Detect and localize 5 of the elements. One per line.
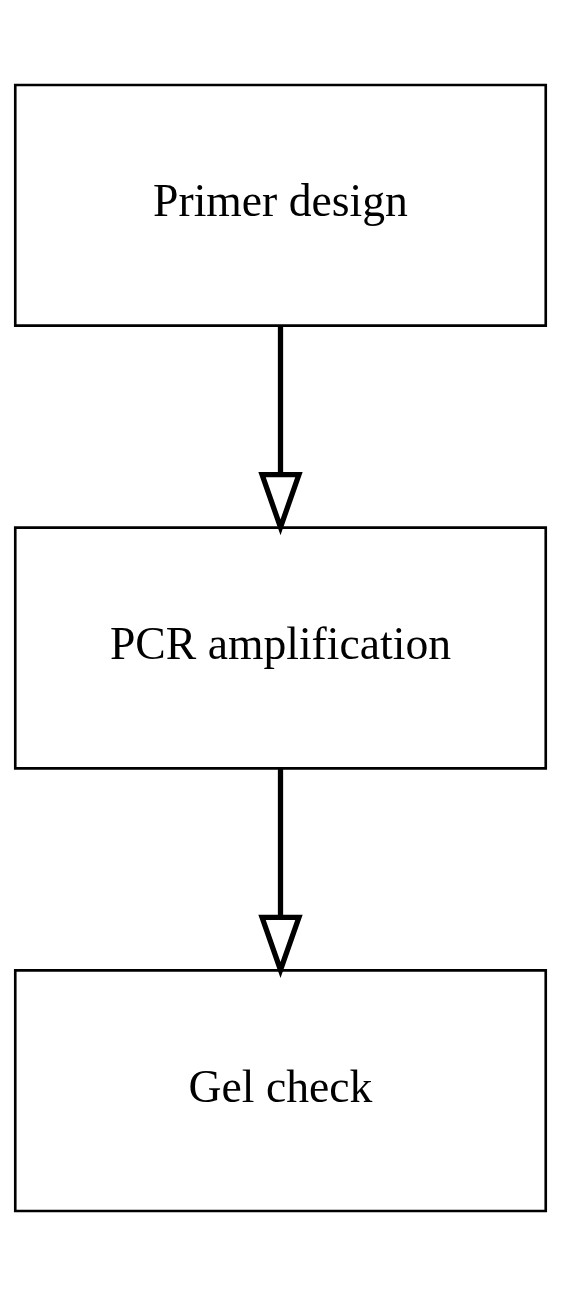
node-box: PCR amplification <box>13 525 548 770</box>
node-box: Primer design <box>13 83 548 327</box>
arrow <box>258 325 303 535</box>
node-box: Gel check <box>13 968 548 1212</box>
arrow <box>258 768 303 978</box>
